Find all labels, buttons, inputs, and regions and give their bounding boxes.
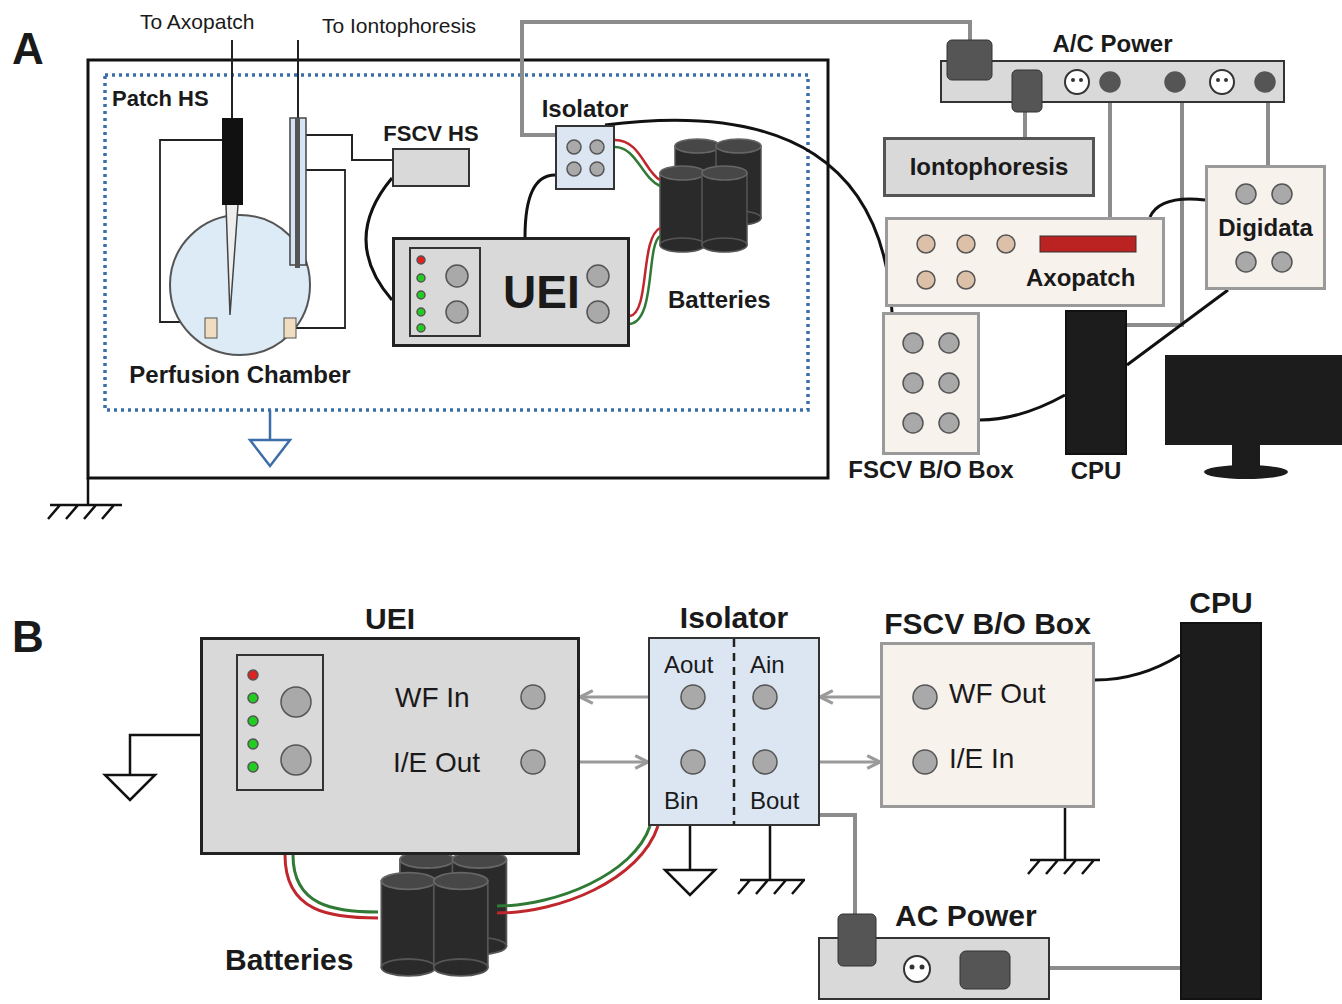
signal-arrow [580,696,648,699]
uei-box: UEIWF InI/E Out [200,637,580,855]
power-cable [1108,103,1112,217]
device-label: Isolator [542,95,629,123]
port-label: WF Out [949,678,1045,710]
device-detail [203,640,577,852]
device-detail [942,62,1283,101]
breakout-box: FSCV B/O BoxWF OutI/E In [880,642,1095,808]
part-label: Patch HS [112,86,209,111]
part-label: To Iontophoresis [322,14,476,38]
signal-cable [980,395,1065,420]
panel-letter: A [12,24,44,75]
signal-cable [1150,199,1205,217]
device-detail [888,220,1162,304]
device-label: UEI [365,602,415,637]
signal-arrow [820,761,880,764]
port-label: I/E In [949,743,1014,775]
port-label: I/E Out [393,747,480,779]
cpu-tower: CPU [1180,622,1262,1000]
signal-arrow [580,761,648,764]
power-strip: A/C Power [940,60,1285,103]
part-label: Batteries [668,286,771,314]
device-label: CPU [1189,586,1252,621]
device-label: Axopatch [1026,264,1135,292]
iontophoresis-box: Iontophoresis [883,137,1095,197]
device-detail [557,127,613,188]
port-label: Aout [664,651,713,679]
device-label: A/C Power [1052,30,1172,58]
digidata-box: Digidata [1205,165,1326,290]
axopatch-box: Axopatch [885,217,1165,307]
perfusion-chamber: Perfusion Chamber [168,213,312,357]
device-label: CPU [1071,457,1122,485]
part-label: Batteries [225,943,353,978]
power-cable [1266,103,1270,165]
signal-cable [525,175,555,237]
part-label: To Axopatch [140,10,254,34]
device-detail [168,213,312,357]
port-label: Ain [750,651,785,679]
signal-cable [1095,655,1180,680]
power-cable [1050,966,1180,970]
power-cable [522,22,970,135]
headstage-box: FSCV HS [392,148,470,187]
isolator-box: Isolator [555,125,615,190]
device-label: AC Power [895,899,1037,934]
uei-box: UEI [392,237,630,347]
device-label: Perfusion Chamber [129,361,350,389]
panel-letter: B [12,612,44,663]
device-label: Iontophoresis [910,153,1069,181]
device-detail [883,645,1092,805]
device-label: FSCV HS [383,121,478,146]
device-label: FSCV B/O Box [848,456,1013,484]
signal-arrow [820,696,880,699]
device-label: Digidata [1218,214,1313,242]
cpu-tower: CPU [1065,310,1127,455]
device-label: Isolator [680,601,788,636]
signal-cable [605,120,892,312]
isolator-box: IsolatorAoutAinBinBout [648,637,820,826]
signal-cable [366,178,392,300]
device-detail [820,939,1048,998]
device-label: UEI [503,266,580,319]
port-label: WF In [395,682,470,714]
power-strip: AC Power [818,937,1050,1000]
port-label: Bin [664,787,699,815]
device-label: FSCV B/O Box [884,607,1091,642]
port-label: Bout [750,787,799,815]
breakout-box: FSCV B/O Box [882,312,980,455]
device-detail [885,315,977,452]
